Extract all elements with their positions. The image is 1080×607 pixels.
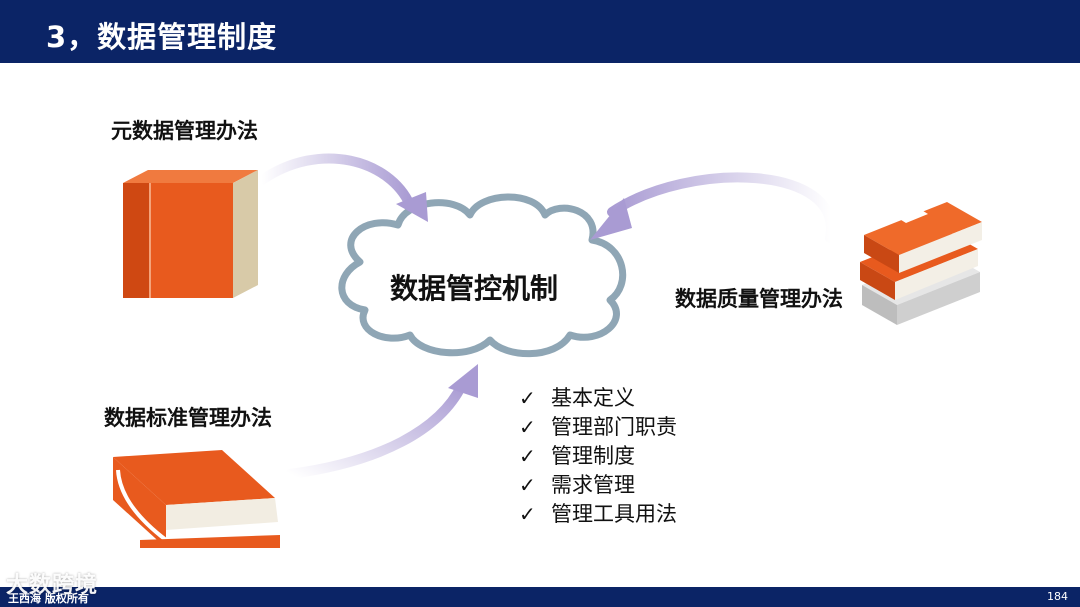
checkmark-icon: ✓ bbox=[519, 444, 536, 468]
arrow-quality-to-center bbox=[590, 172, 836, 243]
watermark-logo: 大数跨境 bbox=[6, 573, 99, 598]
list-item: ✓ 管理部门职责 bbox=[519, 413, 677, 442]
metadata-book-icon bbox=[123, 170, 258, 298]
checklist-item-label: 管理制度 bbox=[551, 444, 635, 468]
page-title: 3，数据管理制度 bbox=[46, 20, 278, 54]
page-number: 184 bbox=[1047, 590, 1068, 603]
checkmark-icon: ✓ bbox=[519, 502, 536, 526]
checkmark-icon: ✓ bbox=[519, 386, 536, 410]
checklist-item-label: 基本定义 bbox=[551, 386, 635, 410]
metadata-policy-label: 元数据管理办法 bbox=[111, 119, 258, 143]
checkmark-icon: ✓ bbox=[519, 473, 536, 497]
arrow-metadata-to-center bbox=[257, 153, 428, 222]
standard-policy-label: 数据标准管理办法 bbox=[104, 406, 272, 430]
list-item: ✓ 需求管理 bbox=[519, 471, 677, 500]
checklist-item-label: 管理工具用法 bbox=[551, 502, 677, 526]
checklist-item-label: 管理部门职责 bbox=[551, 415, 677, 439]
copyright-text: 王西海 版权所有 bbox=[8, 592, 89, 605]
cloud-shape bbox=[338, 193, 627, 358]
header-bar: 3，数据管理制度 bbox=[0, 0, 1080, 63]
checklist: ✓ 基本定义 ✓ 管理部门职责 ✓ 管理制度 ✓ 需求管理 ✓ 管理工具用法 bbox=[519, 384, 677, 529]
quality-policy-label: 数据质量管理办法 bbox=[675, 287, 843, 311]
list-item: ✓ 管理工具用法 bbox=[519, 500, 677, 529]
list-item: ✓ 管理制度 bbox=[519, 442, 677, 471]
standard-book-icon bbox=[113, 450, 280, 548]
footer-bar: 王西海 版权所有 184 bbox=[0, 587, 1080, 607]
center-mechanism-label: 数据管控机制 bbox=[390, 272, 559, 305]
checklist-item-label: 需求管理 bbox=[551, 473, 635, 497]
quality-books-stack-icon bbox=[860, 202, 982, 325]
list-item: ✓ 基本定义 bbox=[519, 384, 677, 413]
checkmark-icon: ✓ bbox=[519, 415, 536, 439]
arrow-standard-to-center bbox=[285, 364, 478, 479]
